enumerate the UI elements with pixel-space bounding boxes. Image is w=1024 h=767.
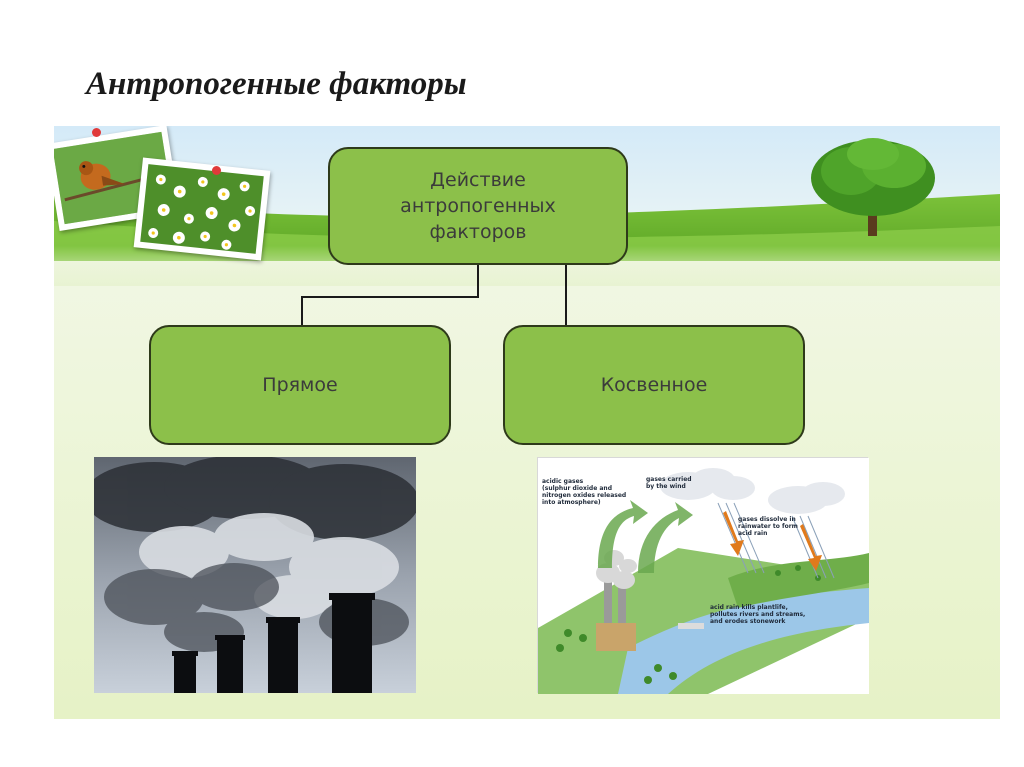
diagram-node-label: Косвенное	[600, 374, 708, 396]
acid-rain-diagram: acidic gases (sulphur dioxide and nitrog…	[537, 457, 869, 694]
daisies-photo	[133, 157, 271, 261]
slide-title: Антропогенные факторы	[86, 66, 467, 102]
pin-icon	[92, 128, 101, 137]
acid-label-gases-carried: gases carried by the wind	[646, 476, 692, 490]
diagram-node-direct: Прямое	[149, 325, 451, 445]
factory-smokestacks-photo	[84, 455, 419, 693]
diagram-node-indirect: Косвенное	[503, 325, 805, 445]
diagram-root-node: Действие антропогенных факторов	[328, 147, 628, 265]
acid-label-acidic-gases: acidic gases (sulphur dioxide and nitrog…	[542, 478, 627, 506]
diagram-node-label: Прямое	[262, 374, 338, 396]
tree-icon	[811, 138, 935, 236]
acid-label-gases-dissolve: gases dissolve in rainwater to form acid…	[738, 516, 798, 537]
acid-label-acid-rain-kills: acid rain kills plantlife, pollutes rive…	[710, 604, 806, 625]
pin-icon	[212, 166, 221, 175]
diagram-root-label: Действие антропогенных факторов	[400, 169, 556, 243]
